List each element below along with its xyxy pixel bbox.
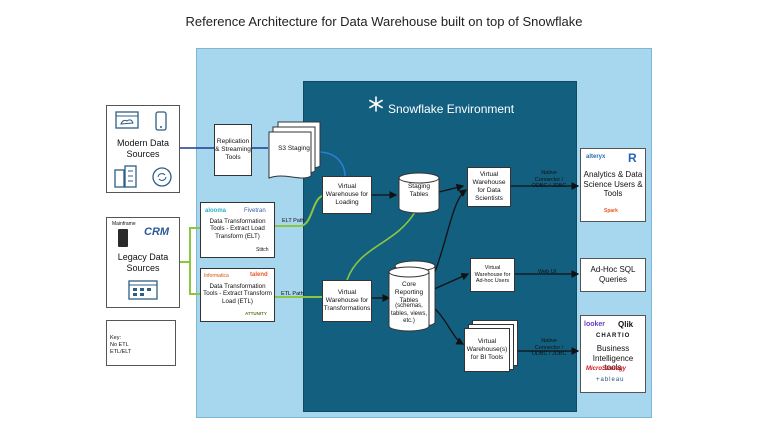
mainframe-icon [118,229,128,247]
looker-logo: looker [584,321,606,328]
analytics-users-label: Analytics & Data Science Users & Tools [583,170,643,199]
elt-path-label: ELT Path [282,218,305,224]
snowflake-environment [303,81,577,412]
key-label: Key: [110,335,122,341]
chartio-logo: CHARTIO [596,333,631,339]
tableau-logo: +ableau [596,377,625,383]
elt-tools-box [200,202,275,258]
informatica-logo: Informatica [204,273,229,279]
native-connector-1-label: Native Connector / ODBC / JDBC [531,170,567,190]
etl-tools-label: Data Transformation Tools - Extract Tran… [203,283,272,305]
core-tables-sublabel: (schemas, tables, views, etc.) [390,303,427,324]
buildings-icon [113,164,139,193]
diagram-title: Reference Architecture for Data Warehous… [185,14,583,29]
bi-tools-label: Business Intelligence tools [592,344,634,373]
vw-loading-label: Virtual Warehouse for Loading [325,182,369,207]
r-logo: R [628,151,637,165]
web-ui-label: Web UI [538,269,557,275]
vw-bi-label: Virtual Warehouse(s) for BI Tools [466,337,508,362]
snowflake-icon [368,96,384,112]
vw-adhoc-label: Virtual Warehouse for Ad-hoc Users [474,264,511,285]
staging-tables-cylinder [398,172,440,219]
mobile-icon [155,111,167,136]
etl-path-label: ETL Path [281,291,304,297]
mainframe-label: Mainframe [112,221,136,227]
browser-icon [115,111,139,134]
etl-tools-box [200,268,275,322]
spark-logo: Spark [604,208,618,214]
alooma-logo: alooma [205,208,227,214]
elt-tools-label: Data Transformation Tools - Extract Load… [209,218,266,240]
key-etl-elt: ETL/ELT [110,349,132,355]
modern-data-sources [106,105,180,193]
s3-staging [268,120,324,185]
app-window-icon [128,280,158,305]
modern-sources-label: Modern Data Sources [116,138,170,159]
vw-transformations: Virtual Warehouse for Transformations [322,280,372,322]
crm-logo: CRM [144,226,170,238]
core-tables-cylinder [388,260,436,337]
native-connector-2-label: Native Connector / ODBC / JDBC [531,338,567,358]
bi-tools-box [580,315,646,393]
adhoc-queries-box [580,258,646,292]
legend-key [106,320,176,366]
vw-adhoc: Virtual Warehouse for Ad-hoc Users [470,258,515,292]
replication-label: Replication & Streaming Tools [215,137,251,162]
vw-transform-label: Virtual Warehouse for Transformations [323,288,371,313]
snowflake-env-title: Snowflake Environment [388,102,515,116]
vw-data-scientists: Virtual Warehouse for Data Scientists [467,167,511,207]
fivetran-logo: Fivetran [244,208,266,214]
sync-icon [151,166,173,193]
stitch-logo: Stitch [256,247,269,253]
vw-data-sci-label: Virtual Warehouse for Data Scientists [472,170,506,203]
analytics-users-box [580,148,646,222]
s3-staging-label: S3 Staging [278,145,310,152]
legacy-sources-label: Legacy Data Sources [117,252,169,273]
adhoc-queries-label: Ad-Hoc SQL Queries [590,265,636,284]
vw-loading: Virtual Warehouse for Loading [322,176,372,214]
alteryx-logo: alteryx [586,154,606,160]
talend-logo: talend [250,272,268,278]
vw-bi-tools: Virtual Warehouse(s) for BI Tools [464,328,510,372]
core-tables-label: Core Reporting Tables [394,281,424,305]
qlik-logo: Qlik [618,320,634,329]
microstrategy-logo: MicroStrategy [586,366,627,372]
replication-streaming-tools: Replication & Streaming Tools [214,124,252,176]
key-no-etl: No ETL [110,342,129,348]
attunity-logo: ATTUNITY [245,311,267,316]
staging-tables-label: Staging Tables [407,183,431,199]
